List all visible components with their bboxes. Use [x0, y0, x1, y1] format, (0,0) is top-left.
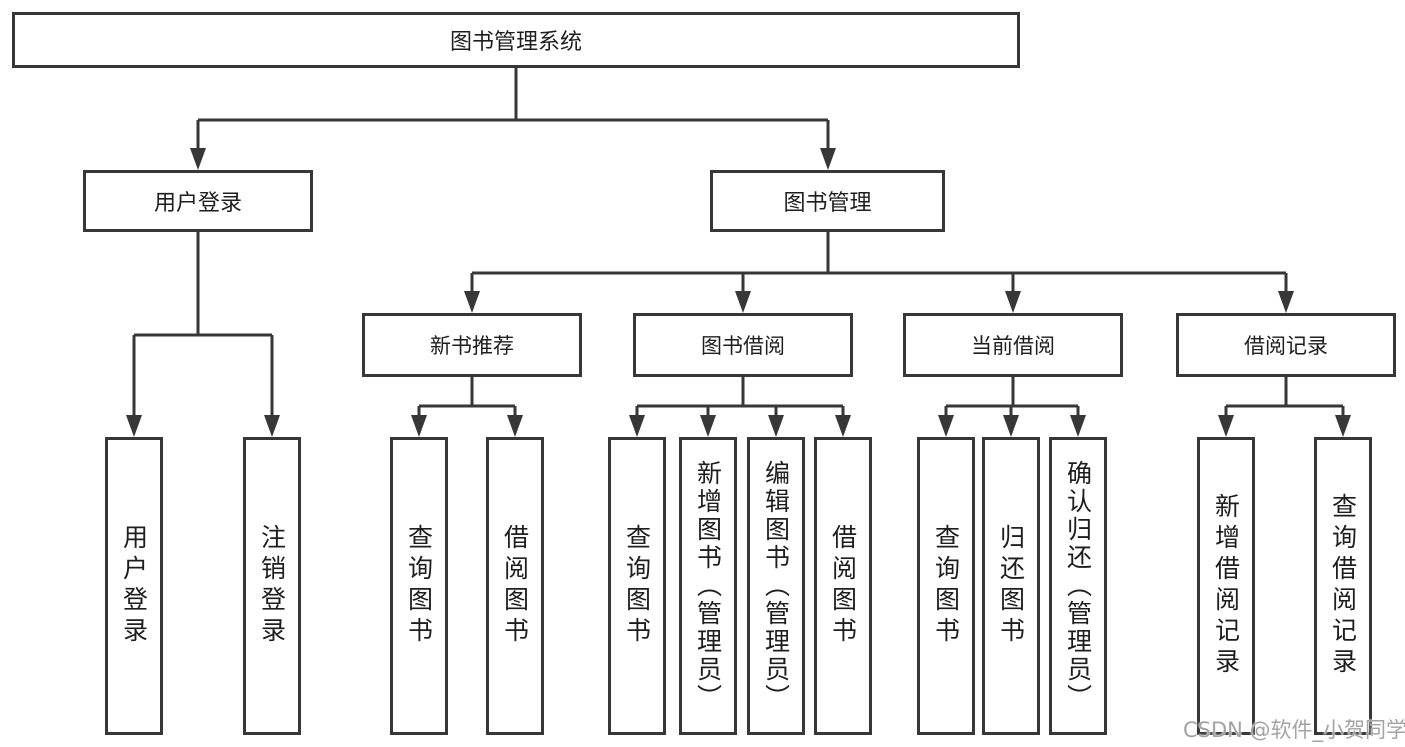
- leaf-query-books-current: 查询图书: [917, 437, 975, 735]
- node-label: 编辑图书（管理员）: [761, 460, 791, 712]
- arrowhead-icons: [126, 148, 1351, 437]
- node-label: 借阅图书: [828, 524, 858, 648]
- node-label: 查询借阅记录: [1328, 493, 1358, 679]
- node-book-borrowing: 图书借阅: [633, 313, 853, 377]
- node-label: 查询图书: [622, 524, 652, 648]
- node-label: 注销登录: [257, 524, 287, 648]
- leaf-add-borrow-record: 新增借阅记录: [1197, 437, 1255, 735]
- leaf-return-books: 归还图书: [982, 437, 1040, 735]
- leaf-borrow-books-recommend: 借阅图书: [486, 437, 544, 735]
- leaf-query-books-recommend: 查询图书: [390, 437, 448, 735]
- csdn-watermark: CSDN @软件_小贺同学: [1183, 718, 1405, 742]
- node-label: 图书管理系统: [449, 30, 582, 55]
- leaf-query-books-borrow: 查询图书: [608, 437, 666, 735]
- node-label: 归还图书: [996, 524, 1026, 648]
- node-book-management: 图书管理: [710, 170, 945, 232]
- node-label: 新增图书（管理员）: [693, 460, 723, 712]
- node-label: 当前借阅: [971, 334, 1055, 358]
- node-label: 新增借阅记录: [1211, 493, 1241, 679]
- node-label: 查询图书: [931, 524, 961, 648]
- leaf-logout: 注销登录: [243, 437, 301, 735]
- node-label: 用户登录: [153, 191, 242, 216]
- leaf-borrow-books: 借阅图书: [814, 437, 872, 735]
- node-label: 图书管理: [783, 191, 872, 216]
- node-library-management-system: 图书管理系统: [12, 12, 1020, 68]
- leaf-add-books-admin: 新增图书（管理员）: [679, 437, 737, 735]
- node-label: 查询图书: [404, 524, 434, 648]
- leaf-user-login: 用户登录: [105, 437, 163, 735]
- node-label: 借阅记录: [1244, 334, 1328, 358]
- leaf-edit-books-admin: 编辑图书（管理员）: [747, 437, 805, 735]
- node-label: 图书借阅: [701, 334, 785, 358]
- node-new-book-recommend: 新书推荐: [362, 313, 582, 377]
- node-label: 借阅图书: [500, 524, 530, 648]
- node-current-borrowing: 当前借阅: [903, 313, 1123, 377]
- node-label: 确认归还（管理员）: [1063, 460, 1093, 712]
- node-label: 用户登录: [119, 524, 149, 648]
- leaf-query-borrow-record: 查询借阅记录: [1314, 437, 1372, 735]
- leaf-confirm-return-admin: 确认归还（管理员）: [1049, 437, 1107, 735]
- node-borrowing-records: 借阅记录: [1176, 313, 1396, 377]
- node-user-login: 用户登录: [83, 170, 313, 232]
- node-label: 新书推荐: [430, 334, 514, 358]
